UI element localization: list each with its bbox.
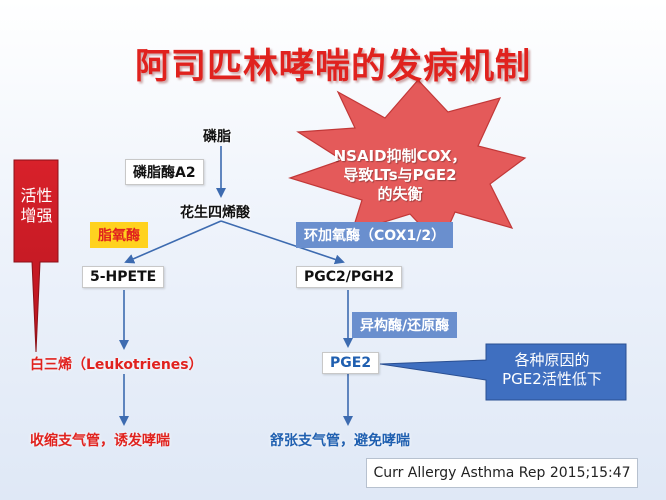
node-cyclooxygenase: 环加氧酶（COX1/2） bbox=[296, 222, 454, 248]
citation: Curr Allergy Asthma Rep 2015;15:47 bbox=[366, 458, 638, 488]
node-phospholipid: 磷脂 bbox=[203, 129, 231, 145]
callout-shape bbox=[379, 343, 627, 401]
arrow-aa-pgc2 bbox=[220, 220, 345, 265]
node-leukotrienes: 白三烯（Leukotrienes） bbox=[30, 357, 203, 373]
node-bronchoconstriction: 收缩支气管，诱发哮喘 bbox=[30, 433, 170, 449]
burst-line-1: NSAID抑制COX， bbox=[333, 147, 467, 165]
burst-text: NSAID抑制COX， 导致LTs与PGE2 的失衡 bbox=[320, 147, 480, 204]
node-lipoxygenase: 脂氧酶 bbox=[90, 222, 148, 248]
callout-line-1: 各种原因的 bbox=[514, 351, 590, 369]
arrow-aa-hpete bbox=[124, 220, 222, 264]
page-title: 阿司匹林哮喘的发病机制 bbox=[134, 47, 531, 87]
node-arachidonic-acid: 花生四烯酸 bbox=[180, 205, 250, 221]
side-arrow-shape bbox=[13, 159, 59, 353]
node-5-hpete: 5-HPETE bbox=[82, 266, 165, 288]
node-bronchodilation: 舒张支气管，避免哮喘 bbox=[270, 433, 410, 449]
node-pge2: PGE2 bbox=[322, 352, 380, 374]
burst-shape bbox=[288, 79, 527, 248]
burst-line-2: 导致LTs与PGE2 bbox=[343, 166, 457, 184]
side-label-line-2: 增强 bbox=[20, 206, 53, 225]
callout-text: 各种原因的 PGE2活性低下 bbox=[488, 351, 616, 389]
burst-line-3: 的失衡 bbox=[377, 185, 423, 203]
callout-line-2: PGE2活性低下 bbox=[502, 370, 602, 388]
node-pla2: 磷脂酶A2 bbox=[125, 159, 204, 185]
side-label-line-1: 活性 bbox=[20, 186, 53, 205]
node-isomerase: 异构酶/还原酶 bbox=[352, 312, 458, 338]
node-pgc2-pgh2: PGC2/PGH2 bbox=[296, 266, 403, 288]
side-label: 活性 增强 bbox=[18, 186, 55, 226]
